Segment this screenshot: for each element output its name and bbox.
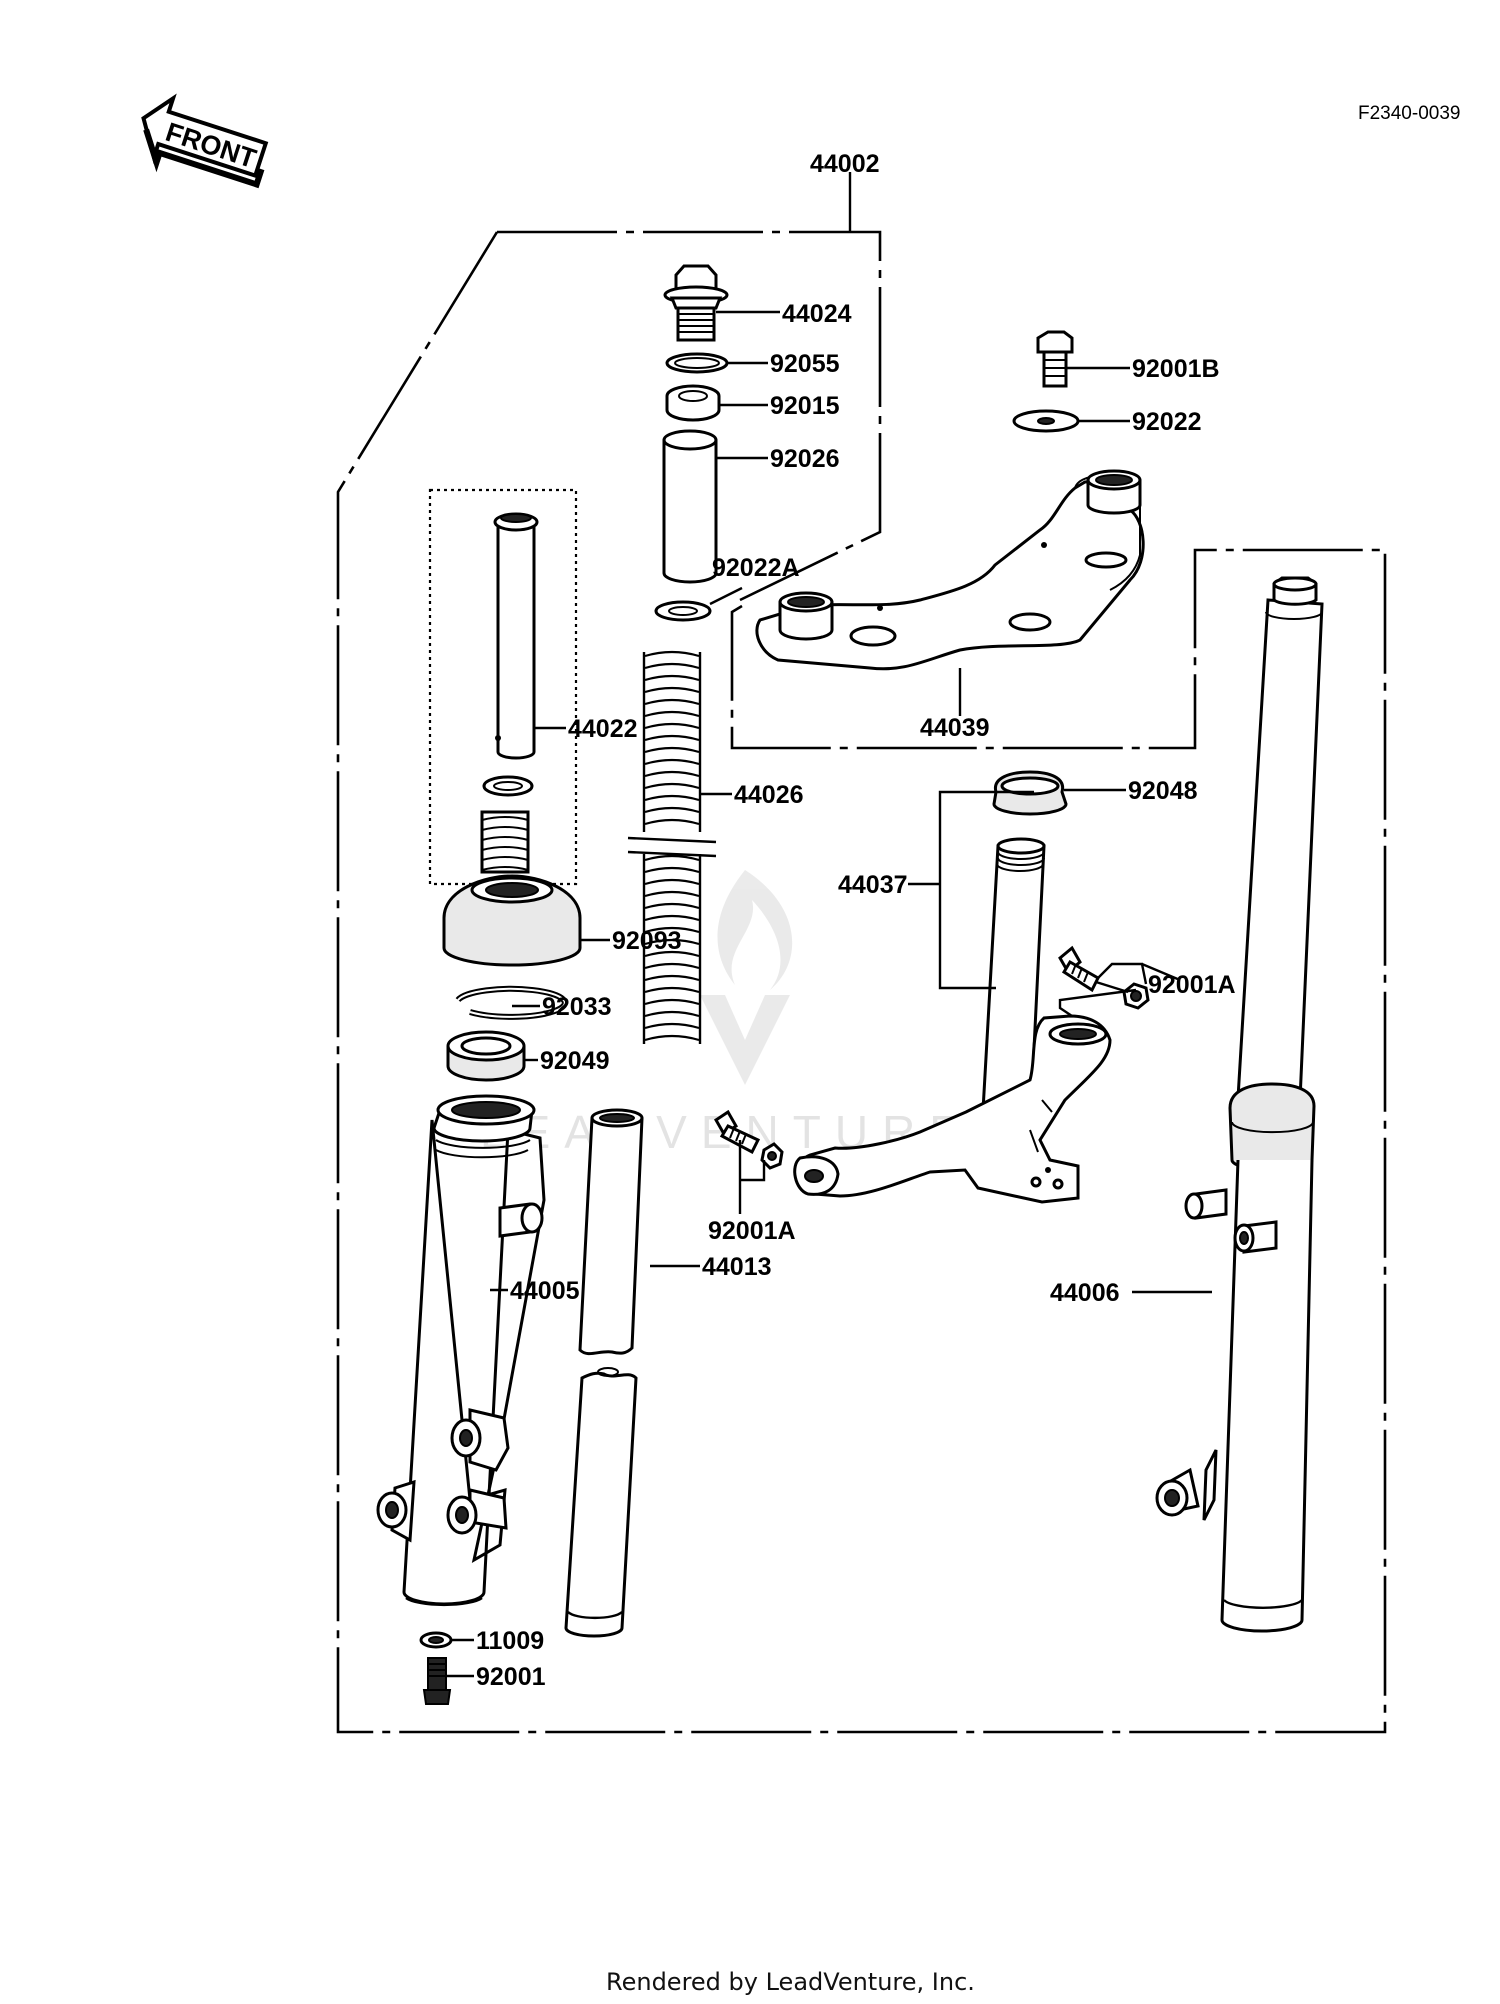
fork-spring-44026 xyxy=(627,650,717,1047)
bolt-nut-connector xyxy=(1095,980,1129,994)
leader-44037 xyxy=(908,790,1034,990)
inner-tube-44013 xyxy=(564,1108,644,1638)
dust-seal-92093 xyxy=(442,874,582,967)
label-44039: 44039 xyxy=(920,714,990,742)
label-92055: 92055 xyxy=(770,350,840,378)
leader-92001A-center xyxy=(738,1140,766,1214)
outer-tube-44005 xyxy=(376,1094,546,1607)
label-11009: 11009 xyxy=(476,1627,544,1655)
label-44006: 44006 xyxy=(1050,1279,1120,1307)
bolt-92001A-center xyxy=(714,1109,784,1170)
figure-code: F2340-0039 xyxy=(1358,103,1460,124)
rendered-by-footer: Rendered by LeadVenture, Inc. xyxy=(606,1968,975,1996)
damper-rod-kit-box xyxy=(428,488,578,886)
label-92001A-right: 92001A xyxy=(1148,971,1236,999)
nut-92001A-right xyxy=(1122,982,1150,1010)
label-92093: 92093 xyxy=(612,927,682,955)
leader-92001A-right xyxy=(1058,962,1181,1017)
label-44024: 44024 xyxy=(782,300,852,328)
damper-rod-44022 xyxy=(493,512,539,760)
label-92048: 92048 xyxy=(1128,777,1198,805)
label-44013: 44013 xyxy=(702,1253,772,1281)
bolt-92001A-right xyxy=(1058,945,1100,993)
bolt-92001B xyxy=(1036,330,1074,388)
spacer-collar-92026 xyxy=(662,429,718,584)
label-92015: 92015 xyxy=(770,392,840,420)
cap-bolt-44024 xyxy=(663,264,729,342)
label-92001A-center: 92001A xyxy=(708,1217,796,1245)
front-arrow-icon: FRONT xyxy=(141,93,269,189)
label-92049: 92049 xyxy=(540,1047,610,1075)
washer-92022A xyxy=(654,600,712,622)
upper-bracket-44039 xyxy=(755,469,1145,716)
label-92001B: 92001B xyxy=(1132,355,1220,383)
label-44037: 44037 xyxy=(838,871,908,899)
label-44022: 44022 xyxy=(568,715,638,743)
label-92001: 92001 xyxy=(476,1663,546,1691)
leader-92022A xyxy=(709,586,743,606)
circlip-92033 xyxy=(455,985,568,1020)
drain-bolt-92001 xyxy=(422,1657,452,1705)
fork-assembly-border xyxy=(497,230,882,602)
rebound-spring xyxy=(480,810,530,874)
label-44002: 44002 xyxy=(810,150,880,178)
label-92033: 92033 xyxy=(542,993,612,1021)
label-92026: 92026 xyxy=(770,445,840,473)
label-92022: 92022 xyxy=(1132,408,1202,436)
fork-assembly-44006 xyxy=(1155,576,1324,1633)
steering-stem-44037 xyxy=(793,837,1112,1204)
label-44005: 44005 xyxy=(510,1277,580,1305)
label-44026: 44026 xyxy=(734,781,804,809)
label-92022A: 92022A xyxy=(712,554,800,582)
oil-seal-92049 xyxy=(446,1030,526,1082)
rod-ring xyxy=(482,775,534,797)
bushing-92015 xyxy=(665,384,721,422)
